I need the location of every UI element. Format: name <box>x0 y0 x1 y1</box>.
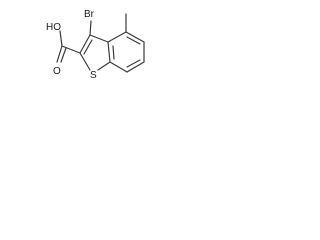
molecule-structure-diagram: Br HO O S <box>46 9 145 81</box>
bond-c2-c3 <box>79 34 91 54</box>
bond-c7-c7a <box>109 61 128 73</box>
bond-carboxyl-o-double-a <box>56 45 63 63</box>
bond-c6-c7-double <box>126 59 141 68</box>
bond-c4-c5-double <box>126 36 141 45</box>
bromine-atom-label: Br <box>84 9 95 20</box>
bond-c2-carboxyl <box>61 45 81 54</box>
sulfur-atom-label: S <box>90 70 97 81</box>
bond-s-c2 <box>79 52 91 71</box>
hydroxyl-atom-label: HO <box>46 22 61 33</box>
bond-c3a-c7a <box>107 41 111 63</box>
bond-c2-c3-double <box>83 39 93 55</box>
bond-c3a-c4 <box>107 31 127 43</box>
bond-c3-c3a <box>89 34 109 43</box>
bond-c4-c5 <box>125 31 145 43</box>
carbonyl-oxygen-atom-label: O <box>53 66 61 77</box>
bond-c3a-c7a-inner <box>112 45 115 60</box>
bond-carboxyl-o-double-b <box>60 47 67 63</box>
bond-c3-br <box>89 20 92 36</box>
bond-c6-c7 <box>126 61 145 73</box>
bond-carboxyl-oh <box>59 30 63 47</box>
bond-c7a-s <box>97 61 111 71</box>
